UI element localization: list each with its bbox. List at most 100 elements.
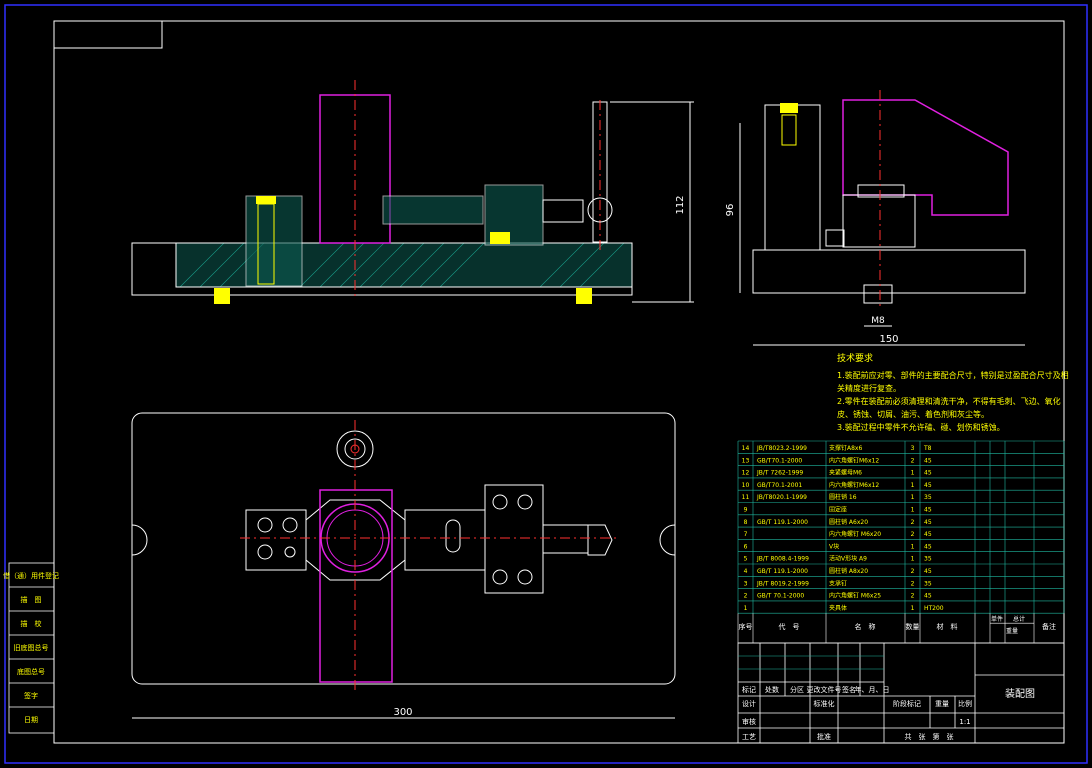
bom-row-material: 35 (924, 494, 932, 501)
side-panel-item-2: 描 校 (21, 619, 42, 628)
side-panel-item-4: 底图总号 (17, 667, 45, 676)
bom-header-weight: 重量 (1006, 627, 1018, 635)
side-panel-item-6: 日期 (24, 716, 38, 724)
front-view: 112 (131, 80, 694, 304)
label-process: 工艺 (742, 733, 756, 741)
side-panel-item-1: 描 图 (21, 595, 42, 604)
bom-row-code: JB/T 8019.2-1999 (756, 580, 809, 587)
bom-header-material: 材 料 (937, 622, 958, 631)
label-approve: 批准 (817, 732, 831, 741)
bom-row-material: 45 (924, 531, 932, 538)
bom-row-no: 14 (742, 445, 750, 452)
bom-row-qty: 1 (911, 605, 915, 612)
bom-header-code: 代 号 (779, 622, 800, 631)
bom-row-code: JB/T 8008.4-1999 (756, 556, 809, 563)
bom-row-no: 5 (744, 556, 748, 563)
notes-line-1: 1.装配前应对零、部件的主要配合尺寸，特别是过盈配合尺寸及相 (837, 370, 1069, 380)
bom-row-qty: 1 (911, 543, 915, 550)
bom-row-material: 45 (924, 593, 932, 600)
bom-row-material: 35 (924, 556, 932, 563)
bom-row-name: 圆柱销 16 (829, 493, 857, 501)
bom-row-material: T8 (923, 445, 932, 452)
bom-row-material: 45 (924, 519, 932, 526)
dim-plan-width: 300 (393, 707, 412, 718)
drawing-frame (53, 20, 1065, 744)
bom-row-qty: 2 (911, 568, 915, 575)
label-review: 审核 (742, 717, 756, 726)
bom-row-qty: 3 (911, 445, 915, 452)
bom-row-code: GB/T 70.1-2000 (757, 593, 804, 600)
bom-row-no: 9 (744, 507, 748, 514)
bom-row-name: 圆柱销 A6x20 (829, 518, 868, 526)
bom-row-name: 圆柱销 A8x20 (829, 567, 868, 575)
technical-notes: 技术要求 1.装配前应对零、部件的主要配合尺寸，特别是过盈配合尺寸及相 关精度进… (837, 352, 1069, 432)
bom-row-name: V块 (829, 542, 839, 550)
notes-title: 技术要求 (837, 352, 873, 364)
bom-header-no: 序号 (739, 622, 753, 631)
label-mark: 标记 (742, 685, 756, 694)
bom-row-code: JB/T8020.1-1999 (756, 494, 807, 501)
bom-row-name: 内六角螺钉M6x12 (829, 456, 879, 464)
label-weight: 重量 (935, 700, 949, 708)
bom-header-remark: 备注 (1042, 622, 1056, 631)
bom-row-material: 45 (924, 482, 932, 489)
bom-row-code: GB/T 119.1-2000 (757, 568, 808, 575)
bom-row-no: 11 (742, 494, 750, 501)
bom-row-qty: 1 (911, 482, 915, 489)
left-side-panel: 借（通）用件登记 描 图 描 校 旧底图总号 底图总号 签字 日期 (3, 562, 59, 734)
bom-header-qty: 数量 (906, 622, 920, 631)
plan-view: 300 (131, 412, 676, 719)
bom-row-no: 13 (742, 457, 750, 464)
bom-row-code: GB/T70.1-2001 (757, 482, 802, 489)
bom-row-material: 45 (924, 457, 932, 464)
bom-row-name: 内六角螺钉 M6x25 (829, 592, 881, 600)
side-panel-item-0: 借（通）用件登记 (3, 571, 59, 580)
bom-header-single: 单件 (991, 615, 1003, 623)
bom-row-no: 7 (744, 531, 748, 538)
label-stage: 阶段标记 (893, 699, 921, 708)
bom-row-no: 12 (742, 470, 750, 477)
bom-header-total: 总计 (1013, 615, 1025, 623)
label-change-doc: 更改文件号 (807, 685, 842, 694)
side-panel-item-5: 签字 (24, 691, 38, 700)
bom-row-name: 支撑钉A8x6 (829, 444, 862, 452)
label-sheets: 共 张 第 张 (905, 732, 954, 741)
title-block: 装配图 标记 处数 分区 更改文件号 签名 年、月、日 设计 标准化 阶段标记 … (737, 642, 1065, 744)
bom-row-qty: 1 (911, 470, 915, 477)
dim-front-height: 112 (675, 195, 686, 214)
bom-row-name: 内六角螺钉M6x12 (829, 481, 879, 489)
bom-row-qty: 2 (911, 519, 915, 526)
bom-row-name: 内六角螺钉 M6x20 (829, 530, 881, 538)
bom-row-qty: 2 (911, 457, 915, 464)
bom-row-material: 45 (924, 568, 932, 575)
bom-row-qty: 2 (911, 580, 915, 587)
bom-row-qty: 1 (911, 556, 915, 563)
bom-row-name: 夹具体 (829, 604, 847, 612)
bom-row-name: 支承钉 (829, 579, 847, 587)
label-zone: 分区 (790, 685, 804, 694)
bom-row-material: 45 (924, 470, 932, 477)
bom-row-no: 10 (742, 482, 750, 489)
bom-row-no: 2 (744, 593, 748, 600)
outer-border (4, 4, 1088, 764)
bom-row-code: JB/T 7262-1999 (756, 470, 803, 477)
bom-row-qty: 2 (911, 531, 915, 538)
bom-row-qty: 2 (911, 593, 915, 600)
bom-row-name: 活动V形块 A9 (829, 555, 867, 563)
label-date: 年、月、日 (855, 685, 890, 694)
dim-side-width: 150 (879, 334, 898, 345)
dim-side-height: 96 (725, 204, 736, 217)
bom-row-name: 夹紧螺母M6 (829, 469, 862, 477)
label-count: 处数 (765, 685, 779, 694)
notes-line-3: 2.零件在装配前必须清理和清洗干净，不得有毛刺、飞边、氧化 (837, 396, 1061, 406)
label-standardize: 标准化 (814, 699, 835, 708)
notes-line-4: 皮、锈蚀、切屑、油污、着色剂和灰尘等。 (837, 409, 989, 419)
label-sign: 签名 (842, 685, 856, 694)
bom-row-no: 1 (744, 605, 748, 612)
side-panel-item-3: 旧底图总号 (14, 643, 49, 652)
bom-row-name: 固定座 (829, 506, 847, 514)
corner-code-box (53, 20, 163, 49)
side-view: 96 150 M8 (725, 90, 1026, 346)
bom-header-name: 名 称 (855, 622, 876, 631)
